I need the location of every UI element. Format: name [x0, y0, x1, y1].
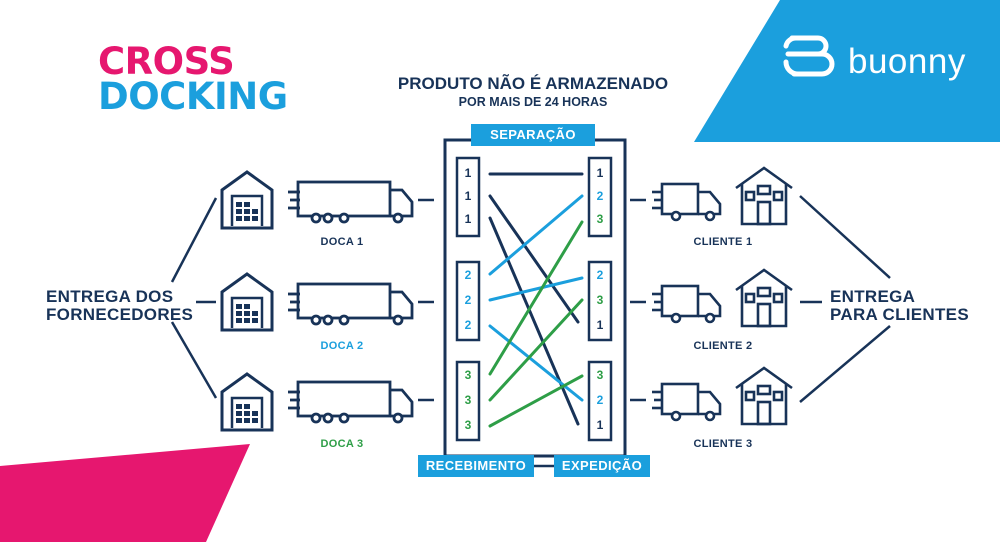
- shipping-slot: 2: [596, 189, 604, 203]
- client-label-line1: ENTREGA: [830, 287, 916, 306]
- house-icon: [735, 166, 793, 226]
- page-title: CROSS DOCKING: [98, 40, 288, 118]
- dock-connectors: [418, 198, 646, 402]
- subtitle-part1: PRODUTO: [397, 74, 488, 93]
- delivery-truck-icon: [652, 382, 722, 422]
- receiving-slot: 3: [464, 393, 472, 407]
- receiving-label: RECEBIMENTO: [418, 455, 534, 477]
- client-delivery-label: ENTREGA PARA CLIENTES: [830, 288, 969, 324]
- shipping-slot: 2: [596, 268, 604, 282]
- supplier-fan-lines: [170, 197, 218, 399]
- buonny-logo-text: buonny: [848, 42, 966, 81]
- client-label-line2: PARA CLIENTES: [830, 305, 969, 324]
- shipping-slot: 2: [596, 393, 604, 407]
- supplier-delivery-label: ENTREGA DOS FORNECEDORES: [46, 288, 193, 324]
- buonny-logo-icon: [783, 35, 835, 77]
- top-right-blue-banner: [694, 0, 1000, 142]
- subtitle: PRODUTO NÃO É ARMAZENADO POR MAIS DE 24 …: [378, 74, 688, 110]
- title-line-cross: CROSS: [98, 40, 235, 83]
- bottom-left-pink-banner: [0, 444, 250, 542]
- receiving-slot: 2: [464, 318, 472, 332]
- supplier-label-line2: FORNECEDORES: [46, 305, 194, 324]
- receiving-slot: 1: [464, 166, 472, 180]
- shipping-slot: 1: [596, 318, 604, 332]
- client-label-1: CLIENTE 1: [693, 236, 753, 248]
- receiving-slot: 2: [464, 293, 472, 307]
- delivery-truck-icon: [652, 182, 722, 222]
- shipping-slot: 3: [596, 368, 604, 382]
- shipping-slot: 1: [596, 418, 604, 432]
- shipping-slot: 3: [596, 212, 604, 226]
- truck-icon: [288, 282, 414, 326]
- shipping-label: EXPEDIÇÃO: [554, 455, 650, 477]
- subtitle-emphasis: NÃO É: [487, 74, 542, 93]
- subtitle-line2: POR MAIS DE 24 HORAS: [458, 95, 608, 109]
- house-icon: [735, 366, 793, 426]
- receiving-slot: 2: [464, 268, 472, 282]
- title-line-docking: DOCKING: [98, 75, 288, 118]
- subtitle-part3: ARMAZENADO: [541, 74, 669, 93]
- separation-label: SEPARAÇÃO: [471, 124, 595, 146]
- receiving-slot: 3: [464, 368, 472, 382]
- delivery-truck-icon: [652, 284, 722, 324]
- receiving-slot: 3: [464, 418, 472, 432]
- client-label-3: CLIENTE 3: [693, 438, 753, 450]
- dock-label-1: DOCA 1: [320, 236, 364, 248]
- truck-icon: [288, 380, 414, 424]
- receiving-slot: 1: [464, 212, 472, 226]
- supplier-label-line1: ENTREGA DOS: [46, 287, 174, 306]
- warehouse-icon: [220, 272, 274, 332]
- dock-label-3: DOCA 3: [320, 438, 364, 450]
- dock-label-2: DOCA 2: [320, 340, 364, 352]
- house-icon: [735, 268, 793, 328]
- receiving-slot: 1: [464, 189, 472, 203]
- slot-boxes: [455, 156, 613, 442]
- routing-lines: [488, 172, 584, 428]
- shipping-slot: 3: [596, 293, 604, 307]
- client-fan-lines: [799, 195, 891, 403]
- shipping-slot: 1: [596, 166, 604, 180]
- client-label-2: CLIENTE 2: [693, 340, 753, 352]
- warehouse-icon: [220, 372, 274, 432]
- warehouse-icon: [220, 170, 274, 230]
- truck-icon: [288, 180, 414, 224]
